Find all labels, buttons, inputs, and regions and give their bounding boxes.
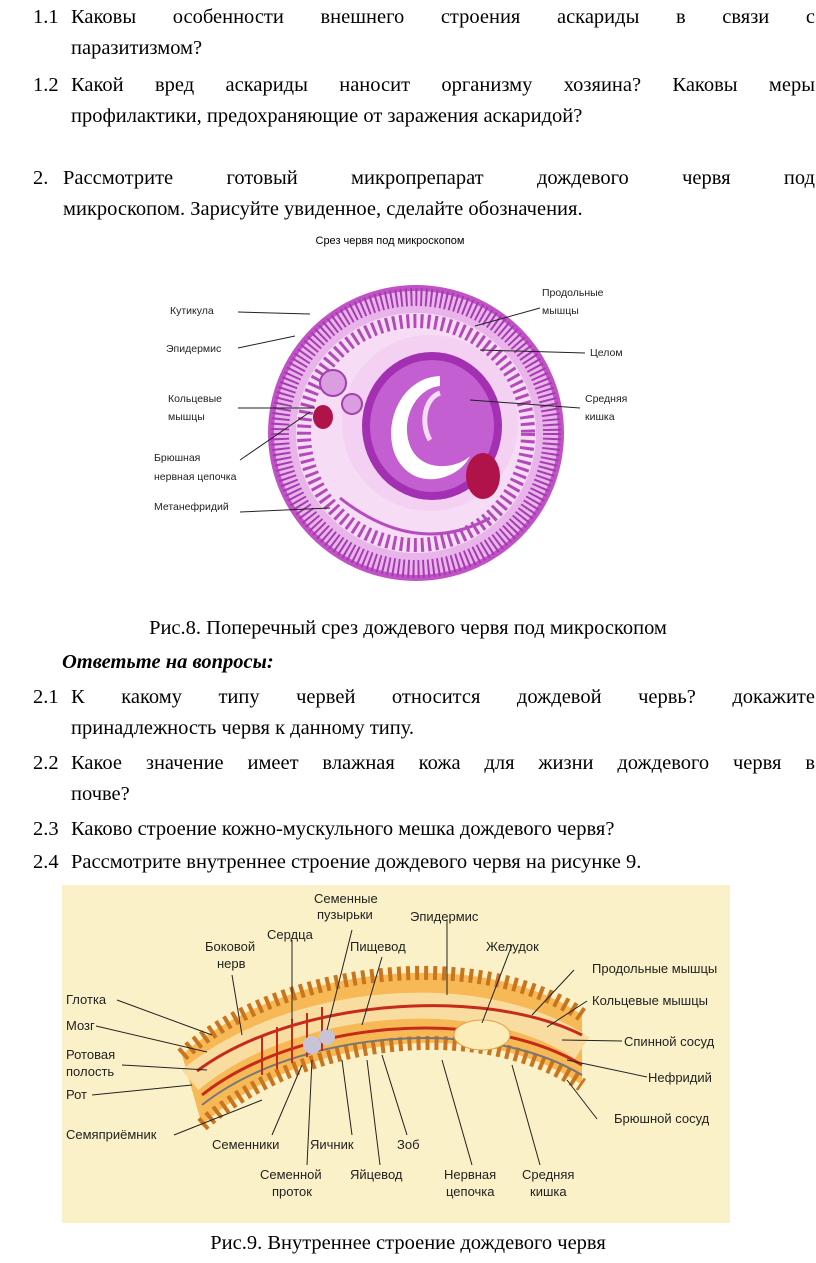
label-ventral-nerve-cord: Брюшная bbox=[154, 452, 200, 464]
question-text-line: почве? bbox=[71, 783, 130, 805]
label-nerve-cord: цепочка bbox=[446, 1184, 495, 1199]
figure-8-title: Срез червя под микроскопом bbox=[316, 235, 465, 247]
label-nerve-cord: Нервная bbox=[444, 1167, 496, 1182]
label-ring-muscles: Кольцевые мышцы bbox=[592, 993, 708, 1008]
label-sperm-duct: проток bbox=[272, 1184, 312, 1199]
label-ring-muscles: Кольцевые bbox=[168, 393, 222, 405]
figure-8-caption: Рис.8. Поперечный срез дождевого червя п… bbox=[149, 617, 667, 639]
task-2: 2. Рассмотрите готовый микропрепарат дож… bbox=[33, 163, 815, 225]
task-text-line: микроскопом. Зарисуйте увиденное, сделай… bbox=[63, 198, 583, 220]
question-number: 2.4 bbox=[33, 851, 59, 873]
question-text-line: профилактики, предохраняющие от заражени… bbox=[71, 105, 583, 127]
label-crop: Зоб bbox=[397, 1137, 420, 1152]
worm-body-image bbox=[177, 965, 590, 1131]
label-midgut: Средняя bbox=[522, 1167, 574, 1182]
question-number: 2.1 bbox=[33, 686, 59, 708]
question-number: 1.1 bbox=[33, 6, 59, 28]
label-longitudinal-muscles: мышцы bbox=[542, 305, 579, 317]
question-2-3: 2.3 Каково строение кожно-мускульного ме… bbox=[33, 814, 815, 845]
figure-9-leader-lines bbox=[91, 920, 648, 1166]
question-2-4: 2.4 Рассмотрите внутреннее строение дожд… bbox=[33, 847, 815, 878]
label-midgut: кишка bbox=[530, 1184, 567, 1199]
label-lateral-nerve: Боковой bbox=[205, 939, 255, 954]
label-seminal-receptacle: Семяприёмник bbox=[66, 1127, 157, 1142]
question-1-2: 1.2 Какой вред аскариды наносит организм… bbox=[33, 70, 815, 132]
figure-9-caption: Рис.9. Внутреннее строение дождевого чер… bbox=[210, 1232, 606, 1254]
label-cuticle: Кутикула bbox=[170, 305, 214, 317]
label-metanephridium: Метанефридий bbox=[154, 501, 229, 513]
label-seminal-vesicles: пузырьки bbox=[317, 907, 373, 922]
question-text-line: принадлежность червя к данному типу. bbox=[71, 717, 415, 739]
question-2-1: 2.1 К какому типу червей относится дожде… bbox=[33, 682, 815, 744]
task-number: 2. bbox=[33, 167, 49, 189]
label-nephridium: Нефридий bbox=[648, 1070, 712, 1085]
answer-heading: Ответьте на вопросы: bbox=[62, 651, 274, 673]
figure-8-earthworm-cross-section: Срез червя под микроскопом Кутикула Эпид… bbox=[154, 235, 627, 581]
label-hearts: Сердца bbox=[267, 927, 314, 942]
question-number: 2.2 bbox=[33, 752, 59, 774]
cross-section-image bbox=[268, 285, 564, 581]
label-ventral-nerve-cord: нервная цепочка bbox=[154, 471, 237, 483]
label-longitudinal-muscles: Продольные мышцы bbox=[592, 961, 717, 976]
question-text-line: Рассмотрите внутреннее строение дождевог… bbox=[71, 851, 642, 873]
question-text-line: К какому типу червей относится дождевой … bbox=[71, 686, 815, 708]
label-lateral-nerve: нерв bbox=[217, 956, 246, 971]
label-seminal-vesicles: Семенные bbox=[314, 891, 378, 906]
label-coelom: Целом bbox=[590, 347, 623, 359]
label-ventral-vessel: Брюшной сосуд bbox=[614, 1111, 710, 1126]
figure-8-leader-lines bbox=[237, 307, 586, 513]
question-number: 1.2 bbox=[33, 74, 59, 96]
label-sperm-duct: Семенной bbox=[260, 1167, 322, 1182]
label-esophagus: Пищевод bbox=[350, 939, 406, 954]
question-text-line: Каково строение кожно-мускульного мешка … bbox=[71, 818, 615, 840]
label-oral-cavity: Ротовая bbox=[66, 1047, 115, 1062]
question-2-2: 2.2 Какое значение имеет влажная кожа дл… bbox=[33, 748, 815, 810]
question-1-1: 1.1 Каковы особенности внешнего строения… bbox=[33, 2, 815, 64]
label-epidermis: Эпидермис bbox=[410, 909, 479, 924]
figure-9-earthworm-internal-structure: Семенные пузырьки Сердца Боковой нерв Пи… bbox=[62, 885, 730, 1223]
label-midgut: Средняя bbox=[585, 393, 627, 405]
figure-9-background bbox=[62, 885, 730, 1223]
label-ovary: Яичник bbox=[310, 1137, 354, 1152]
label-brain: Мозг bbox=[66, 1018, 95, 1033]
question-number: 2.3 bbox=[33, 818, 59, 840]
label-testes: Семенники bbox=[212, 1137, 279, 1152]
label-ring-muscles: мышцы bbox=[168, 411, 205, 423]
label-mouth: Рот bbox=[66, 1087, 87, 1102]
question-text-line: Какой вред аскариды наносит организму хо… bbox=[71, 74, 815, 96]
label-epidermis: Эпидермис bbox=[166, 343, 221, 355]
label-longitudinal-muscles: Продольные bbox=[542, 287, 604, 299]
question-text-line: Каковы особенности внешнего строения аск… bbox=[71, 6, 815, 28]
label-oral-cavity: полость bbox=[66, 1064, 114, 1079]
question-text-line: паразитизмом? bbox=[71, 37, 203, 59]
label-midgut: кишка bbox=[585, 411, 615, 423]
question-text-line: Какое значение имеет влажная кожа для жи… bbox=[71, 752, 815, 774]
label-dorsal-vessel: Спинной сосуд bbox=[624, 1034, 715, 1049]
label-pharynx: Глотка bbox=[66, 992, 107, 1007]
label-oviduct: Яйцевод bbox=[350, 1167, 403, 1182]
task-text-line: Рассмотрите готовый микропрепарат дождев… bbox=[63, 167, 815, 189]
label-stomach: Желудок bbox=[486, 939, 539, 954]
